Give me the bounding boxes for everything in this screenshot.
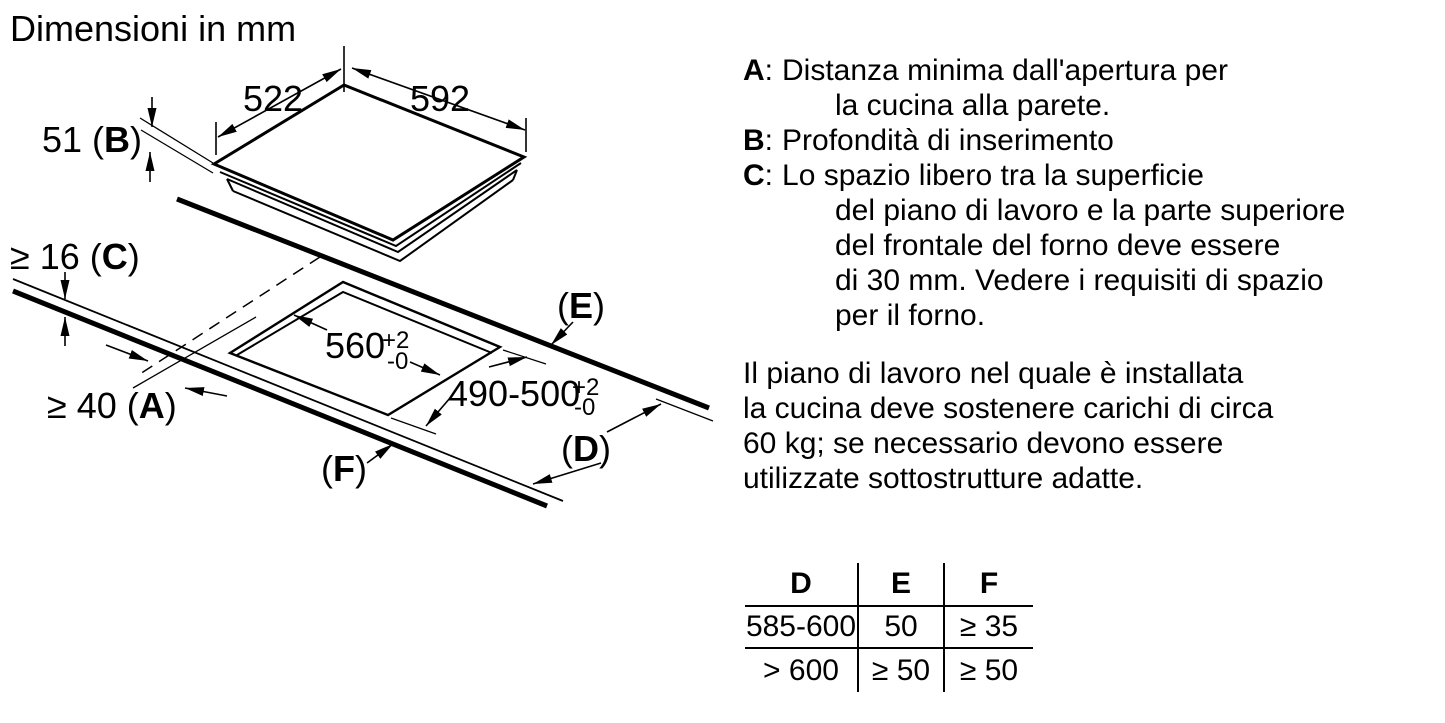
dim-560-tol-plus: +2 (382, 327, 409, 354)
dim-490-label: 490-500 (448, 373, 580, 414)
arrow-upright (606, 403, 662, 433)
def-spec-table: D E F 585-600 50 ≥ 35 > 600 ≥ 50 ≥ 50 (745, 563, 1033, 692)
worktop (12, 196, 710, 509)
arrow-downright (409, 361, 441, 376)
dim-line (351, 67, 526, 131)
hob-body-top-edge (226, 169, 518, 254)
dim-592: 592 (351, 67, 527, 152)
legend-letter: C (743, 159, 765, 192)
legend: A:Distanza minima dall'apertura per la c… (743, 53, 1363, 333)
dim-40-label: ≥ 40 (A) (47, 385, 177, 426)
note-line: utilizzate sottostrutture adatte. (743, 462, 1144, 495)
extension-line (132, 316, 257, 389)
label-e: (E) (550, 285, 605, 346)
dim-51-b: 51 (B) (42, 97, 214, 182)
label-f-text: (F) (321, 448, 367, 489)
table-cell: ≥ 50 (945, 647, 1033, 692)
arrow-upright (488, 356, 528, 368)
dim-16-label: ≥ 16 (C) (10, 236, 140, 277)
legend-text: Profondità di inserimento (782, 124, 1114, 157)
table-cell: 50 (857, 605, 945, 647)
dim-490-500: 490-500 +2 -0 (390, 349, 599, 435)
table-cell: ≥ 50 (857, 647, 945, 692)
arrow-left (184, 387, 228, 397)
label-e-text: (E) (557, 285, 605, 326)
label-d-text: (D) (561, 428, 611, 469)
dim-40-a: ≥ 40 (A) (47, 316, 257, 426)
dim-522: 522 (215, 46, 345, 155)
extension-line (655, 398, 714, 422)
worktop-back-edge (176, 196, 710, 411)
dim-line (217, 68, 342, 138)
worktop-front-top-edge (12, 278, 564, 502)
extension-line (139, 117, 214, 164)
table-header-e: E (857, 563, 945, 605)
installation-diagram: 522 592 51 (B) ≥ 16 (C) ≥ 40 (A) (10, 46, 714, 509)
dim-16-c: ≥ 16 (C) (10, 236, 140, 346)
legend-text: del piano di lavoro e la parte superiore (835, 194, 1346, 227)
arrow-downleft (532, 462, 602, 485)
dim-560-label: 560 (325, 325, 385, 366)
dim-560: 560 +2 -0 (293, 314, 441, 376)
table-cell: ≥ 35 (945, 605, 1033, 647)
hob-glass-edge (219, 162, 522, 248)
legend-text: del frontale del forno deve essere (835, 229, 1281, 262)
legend-text: Distanza minima dall'apertura per (782, 54, 1228, 87)
worktop-front-bottom-edge (12, 288, 548, 509)
table-cell: > 600 (745, 647, 857, 692)
note-line: Il piano di lavoro nel quale è installat… (743, 357, 1244, 390)
legend-item-c: C:Lo spazio libero tra la superficie del… (743, 158, 1363, 333)
dim-592-label: 592 (410, 78, 470, 119)
legend-letter: A (743, 54, 765, 87)
cutout-inner-rim (236, 290, 493, 356)
table-header-f: F (979, 567, 999, 600)
legend-item-b: B:Profondità di inserimento (743, 124, 1114, 157)
extension-line (140, 129, 214, 174)
table-cell: 585-600 (745, 605, 857, 647)
legend-text: per il forno. (835, 299, 986, 332)
dim-490-tol-plus: +2 (572, 374, 599, 401)
arrow (550, 321, 574, 346)
extension-line (390, 417, 437, 435)
legend-letter: B (743, 124, 765, 157)
legend-text: la cucina alla parete. (835, 89, 1111, 122)
worktop-note: Il piano di lavoro nel quale è installat… (743, 356, 1363, 496)
projection-dashed-line (139, 256, 321, 375)
arrow-right (105, 344, 149, 362)
legend-text: Lo spazio libero tra la superficie (782, 159, 1204, 192)
note-line: la cucina deve sostenere carichi di circ… (743, 392, 1274, 425)
label-d: (D) (532, 398, 714, 485)
table-header-d: D (790, 567, 812, 600)
page-title: Dimensioni in mm (10, 8, 297, 49)
dim-560-tol-minus: -0 (387, 348, 408, 375)
legend-text: di 30 mm. Vedere i requisiti di spazio (835, 264, 1324, 297)
arrow-upleft (293, 314, 328, 331)
dim-51-label: 51 (B) (42, 119, 142, 160)
label-f: (F) (321, 443, 394, 489)
dim-522-label: 522 (243, 78, 303, 119)
note-line: 60 kg; se necessario devono essere (743, 427, 1224, 460)
hob-body-bottom-edge (232, 179, 514, 263)
arrow-downleft (425, 397, 451, 427)
arrow (366, 443, 394, 464)
legend-item-a: A:Distanza minima dall'apertura per la c… (743, 53, 1363, 123)
dim-490-tol-minus: -0 (574, 394, 595, 421)
